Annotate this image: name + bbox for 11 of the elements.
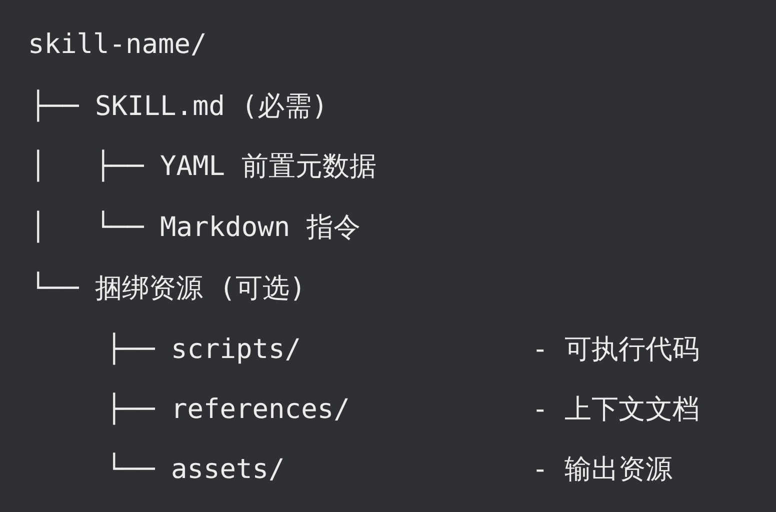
tree-line: │ ├── YAML 前置元数据 <box>30 150 376 184</box>
tree-line: │ └── Markdown 指令 <box>30 211 360 245</box>
description-text: - 可执行代码 <box>532 333 700 367</box>
description-text: - 上下文文档 <box>532 393 700 427</box>
tree-line: ├── references/ <box>106 393 350 427</box>
folder-name: skill-name/ <box>28 28 207 62</box>
tree-line: └── assets/ <box>106 453 285 487</box>
description-text: - 输出资源 <box>532 453 673 487</box>
tree-line: ├── scripts/ <box>106 333 302 367</box>
tree-line: ├── SKILL.md (必需) <box>30 90 328 124</box>
tree-line: └── 捆绑资源 (可选) <box>30 272 306 306</box>
